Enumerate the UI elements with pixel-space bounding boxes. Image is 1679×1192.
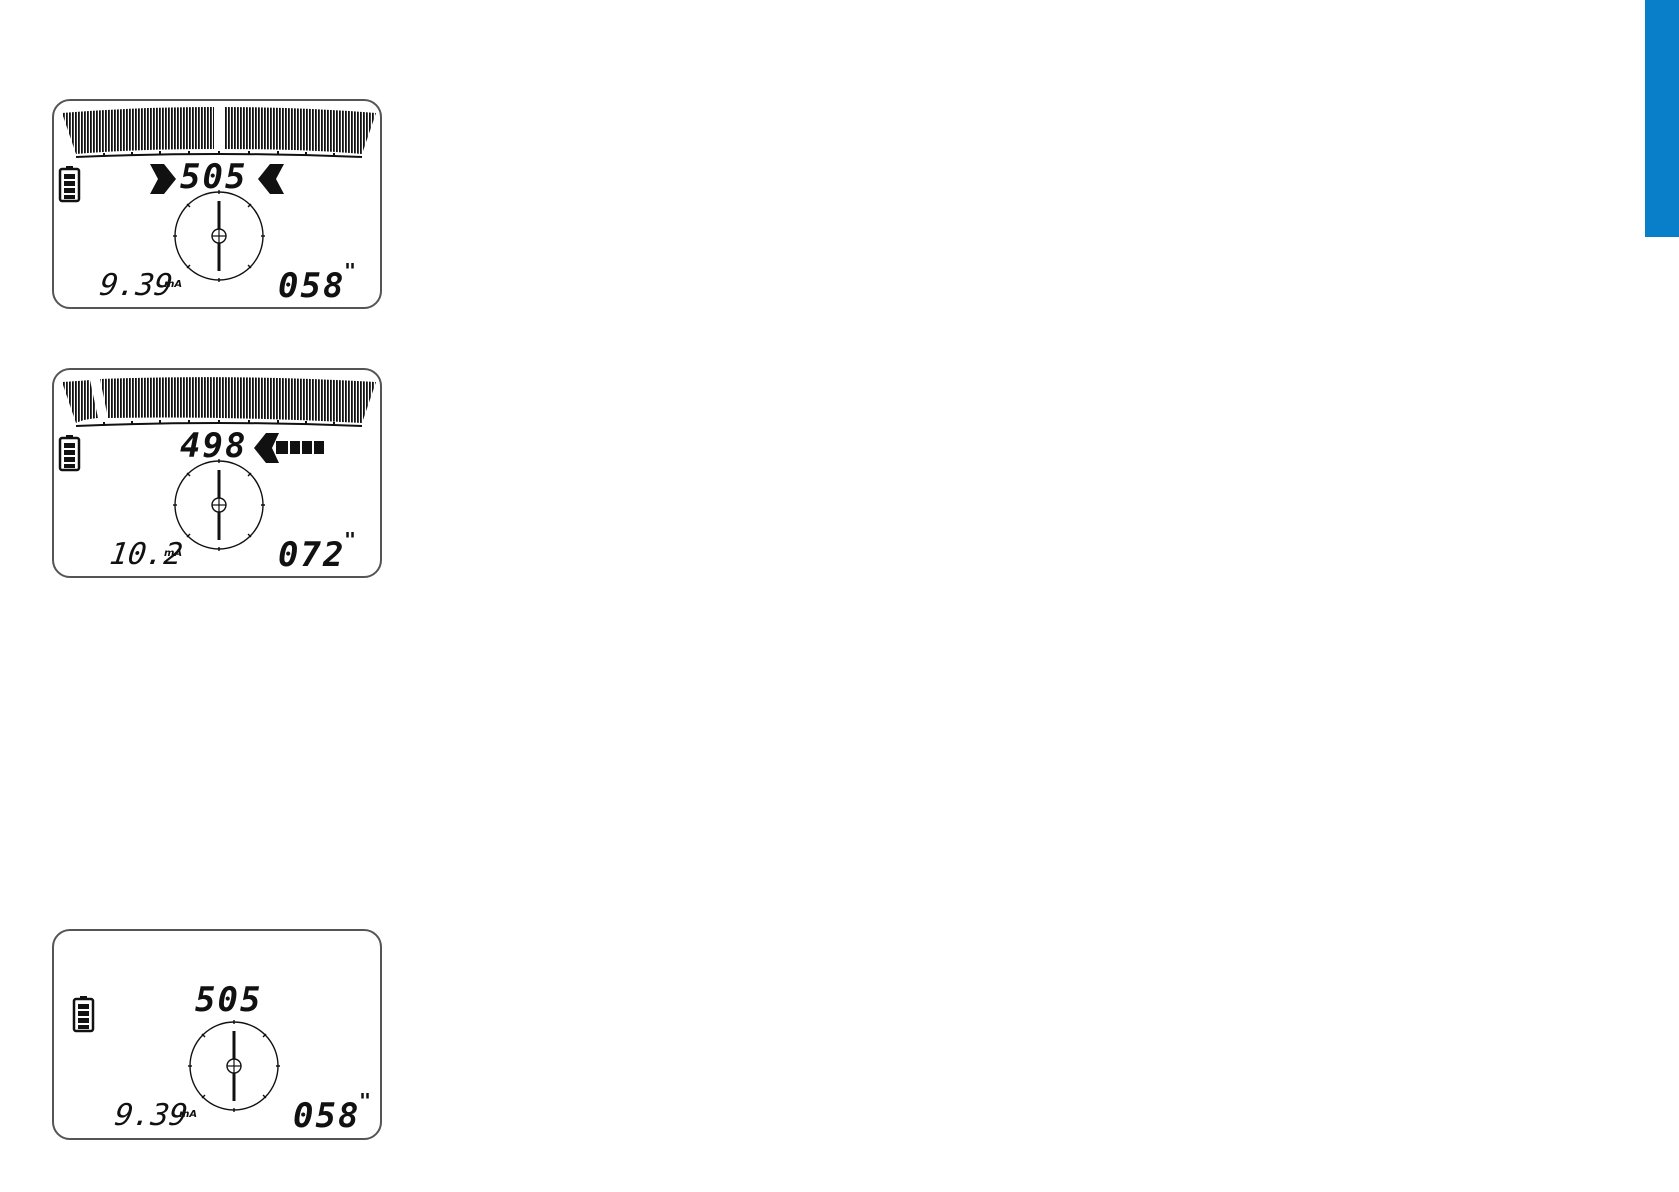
current-unit: mA	[164, 548, 182, 559]
compass-icon	[173, 459, 265, 551]
current-unit: mA	[164, 279, 182, 290]
arrow-left-icon	[258, 164, 284, 194]
arrow-right-icon	[150, 164, 176, 194]
compass-icon	[188, 1020, 280, 1112]
signal-bargraph-left	[62, 380, 98, 423]
current-unit: mA	[179, 1109, 197, 1120]
signal-bargraph-right	[224, 107, 376, 154]
depth-readout: 058	[278, 266, 345, 306]
depth-unit: "	[344, 528, 358, 552]
signal-bargraph-main	[100, 377, 376, 423]
signal-strength-readout: 505	[180, 157, 247, 197]
lcd-screen-compass: 505 9.39 mA 058 "	[52, 929, 382, 1140]
lcd-screen-guidance: 498 10.2 mA 072 "	[52, 368, 382, 578]
signal-strength-readout: 505	[195, 980, 262, 1020]
depth-readout: 072	[278, 535, 345, 575]
battery-icon	[74, 996, 93, 1031]
compass-icon	[173, 190, 265, 282]
lcd-screen-peak: 505 9.39 mA 058 "	[52, 99, 382, 309]
battery-icon	[60, 435, 79, 470]
depth-readout: 058	[293, 1096, 360, 1136]
signal-bargraph-left	[62, 107, 214, 154]
depth-unit: "	[344, 259, 358, 283]
section-tab	[1645, 0, 1679, 237]
battery-icon	[60, 166, 79, 201]
signal-strength-readout: 498	[180, 426, 247, 466]
arrow-left-bars-icon	[254, 433, 324, 463]
depth-unit: "	[359, 1089, 373, 1113]
